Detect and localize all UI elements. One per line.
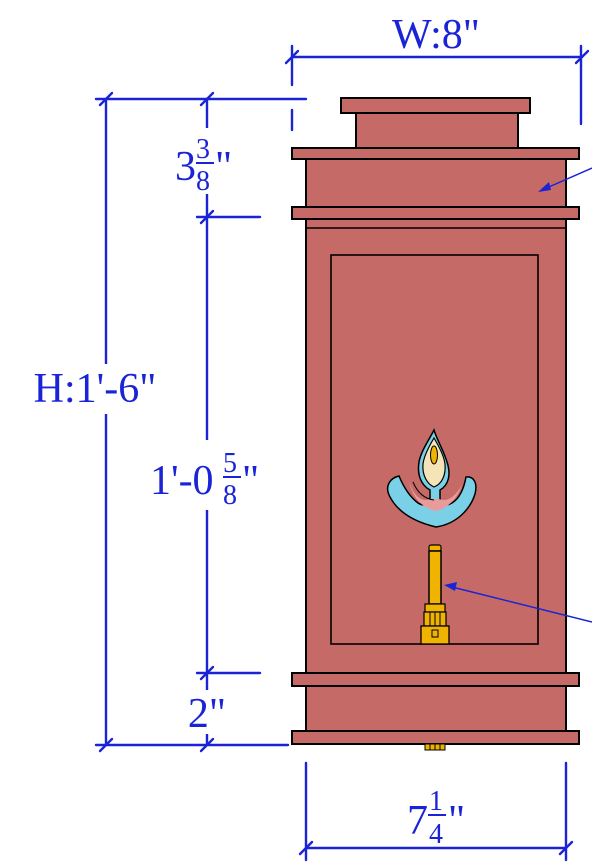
middle-section-label: 1'-0 5 8 " (150, 448, 259, 511)
svg-text:3: 3 (196, 134, 210, 165)
width-dimension: W:8" (284, 12, 590, 132)
base-band (305, 685, 567, 732)
svg-text:1'-0: 1'-0 (150, 458, 214, 504)
upper-flange (291, 147, 580, 160)
burner-leader-arrow (444, 582, 592, 623)
base-width-label: 7 1 4 " (407, 786, 465, 850)
bottom-section-label: 2" (188, 691, 226, 737)
top-collar (355, 112, 519, 149)
svg-text:4: 4 (429, 819, 443, 850)
top-band (305, 158, 567, 208)
bottom-flange (291, 730, 580, 745)
svg-text:8: 8 (223, 480, 237, 511)
svg-text:": " (242, 458, 259, 504)
height-label: H:1'-6" (34, 366, 157, 412)
lower-flange (291, 672, 580, 687)
svg-text:1: 1 (429, 786, 443, 817)
base-width-dimension: 7 1 4 " (298, 761, 574, 862)
gas-burner-icon (420, 544, 450, 645)
bottom-gas-fitting (424, 743, 446, 751)
svg-text:": " (448, 798, 465, 844)
lantern (291, 97, 580, 751)
open-flame-icon (386, 427, 477, 528)
top-cap (340, 97, 531, 114)
svg-text:": " (215, 144, 232, 190)
middle-flange (291, 206, 580, 220)
section-dimensions: 3 3 8 " 1'-0 5 8 " 2" (145, 91, 262, 753)
width-label: W:8" (392, 12, 480, 58)
height-dimension: H:1'-6" (20, 91, 308, 753)
svg-text:7: 7 (407, 798, 428, 844)
svg-text:8: 8 (196, 166, 210, 197)
svg-text:3: 3 (175, 144, 196, 190)
top-section-label: 3 3 8 " (175, 134, 232, 197)
body-leader-arrow (538, 167, 592, 192)
svg-text:5: 5 (223, 448, 237, 479)
